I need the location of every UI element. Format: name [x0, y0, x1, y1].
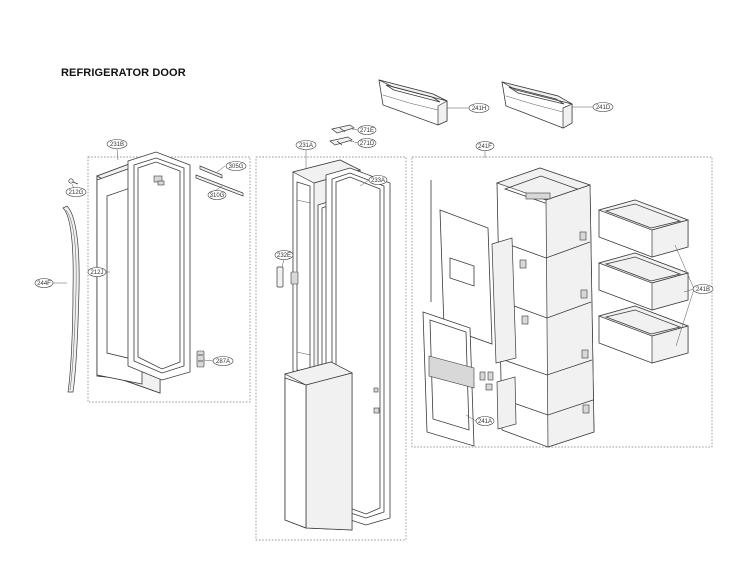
- svg-text:271E: 271E: [360, 128, 374, 134]
- svg-text:305G: 305G: [229, 164, 244, 170]
- group-box-231a: [255, 156, 407, 541]
- svg-text:310G: 310G: [210, 193, 225, 199]
- dispenser-cover-241a: [422, 311, 494, 447]
- svg-text:241A: 241A: [478, 419, 492, 425]
- door-bin-241b-bottom: [597, 305, 690, 364]
- callout-241a: 241A: [475, 416, 495, 426]
- callout-310g: 310G: [207, 190, 227, 200]
- door-bin-241b-top: [597, 199, 690, 258]
- hinge-part-271e: [331, 124, 355, 134]
- right-door-liner-241f: [495, 167, 595, 448]
- svg-text:212J: 212J: [90, 270, 103, 276]
- hinge-287a: [196, 350, 205, 368]
- callout-231b: 231B: [106, 139, 128, 149]
- svg-text:241F: 241F: [478, 144, 492, 150]
- svg-text:241B: 241B: [696, 287, 710, 293]
- svg-text:232E: 232E: [277, 253, 291, 259]
- center-door-lower-panel: [284, 361, 380, 531]
- group-box-241f: [411, 156, 713, 448]
- svg-text:287A: 287A: [216, 359, 230, 365]
- callout-287a: 287A: [212, 356, 234, 366]
- callout-212j: 212J: [87, 267, 107, 277]
- callout-244f: 244F: [34, 278, 54, 288]
- svg-text:231B: 231B: [110, 142, 124, 148]
- callout-271d: 271D: [357, 138, 377, 148]
- svg-text:271D: 271D: [360, 141, 375, 147]
- callout-271e: 271E: [357, 125, 377, 135]
- door-trim-strip-305g: [199, 165, 223, 179]
- right-door-inner-panel: [430, 180, 493, 345]
- leader-lines: [52, 106, 695, 422]
- screw-212g: [68, 178, 79, 185]
- diagram-title: REFRIGERATOR DOOR: [61, 67, 186, 79]
- right-door-side-strip: [491, 237, 517, 430]
- hinge-part-271d: [329, 136, 353, 146]
- callout-241b: 241B: [692, 284, 714, 294]
- callout-231a: 231A: [295, 140, 317, 150]
- door-bin-241h: [378, 79, 448, 126]
- callout-241f: 241F: [475, 141, 495, 151]
- door-bin-241b-middle: [597, 252, 690, 311]
- left-door-gasket-212j: [127, 151, 191, 381]
- svg-text:241H: 241H: [472, 106, 486, 112]
- left-door-bracket: [153, 175, 165, 186]
- svg-text:233A: 233A: [371, 178, 385, 184]
- svg-text:244F: 244F: [37, 281, 51, 287]
- svg-text:231A: 231A: [299, 143, 313, 149]
- callout-212g: 212G: [65, 187, 87, 197]
- callout-241d: 241D: [592, 102, 614, 112]
- door-bin-241d: [501, 81, 573, 129]
- callout-305g: 305G: [225, 161, 247, 171]
- callout-233a: 233A: [368, 175, 388, 185]
- callout-232e: 232E: [274, 250, 294, 260]
- left-door-handle-244f: [62, 205, 80, 393]
- dispenser-part-232e: [276, 266, 299, 288]
- door-trim-strip-310g: [195, 174, 244, 197]
- svg-text:212G: 212G: [69, 190, 84, 196]
- svg-text:241D: 241D: [596, 105, 611, 111]
- callout-241h: 241H: [468, 103, 490, 113]
